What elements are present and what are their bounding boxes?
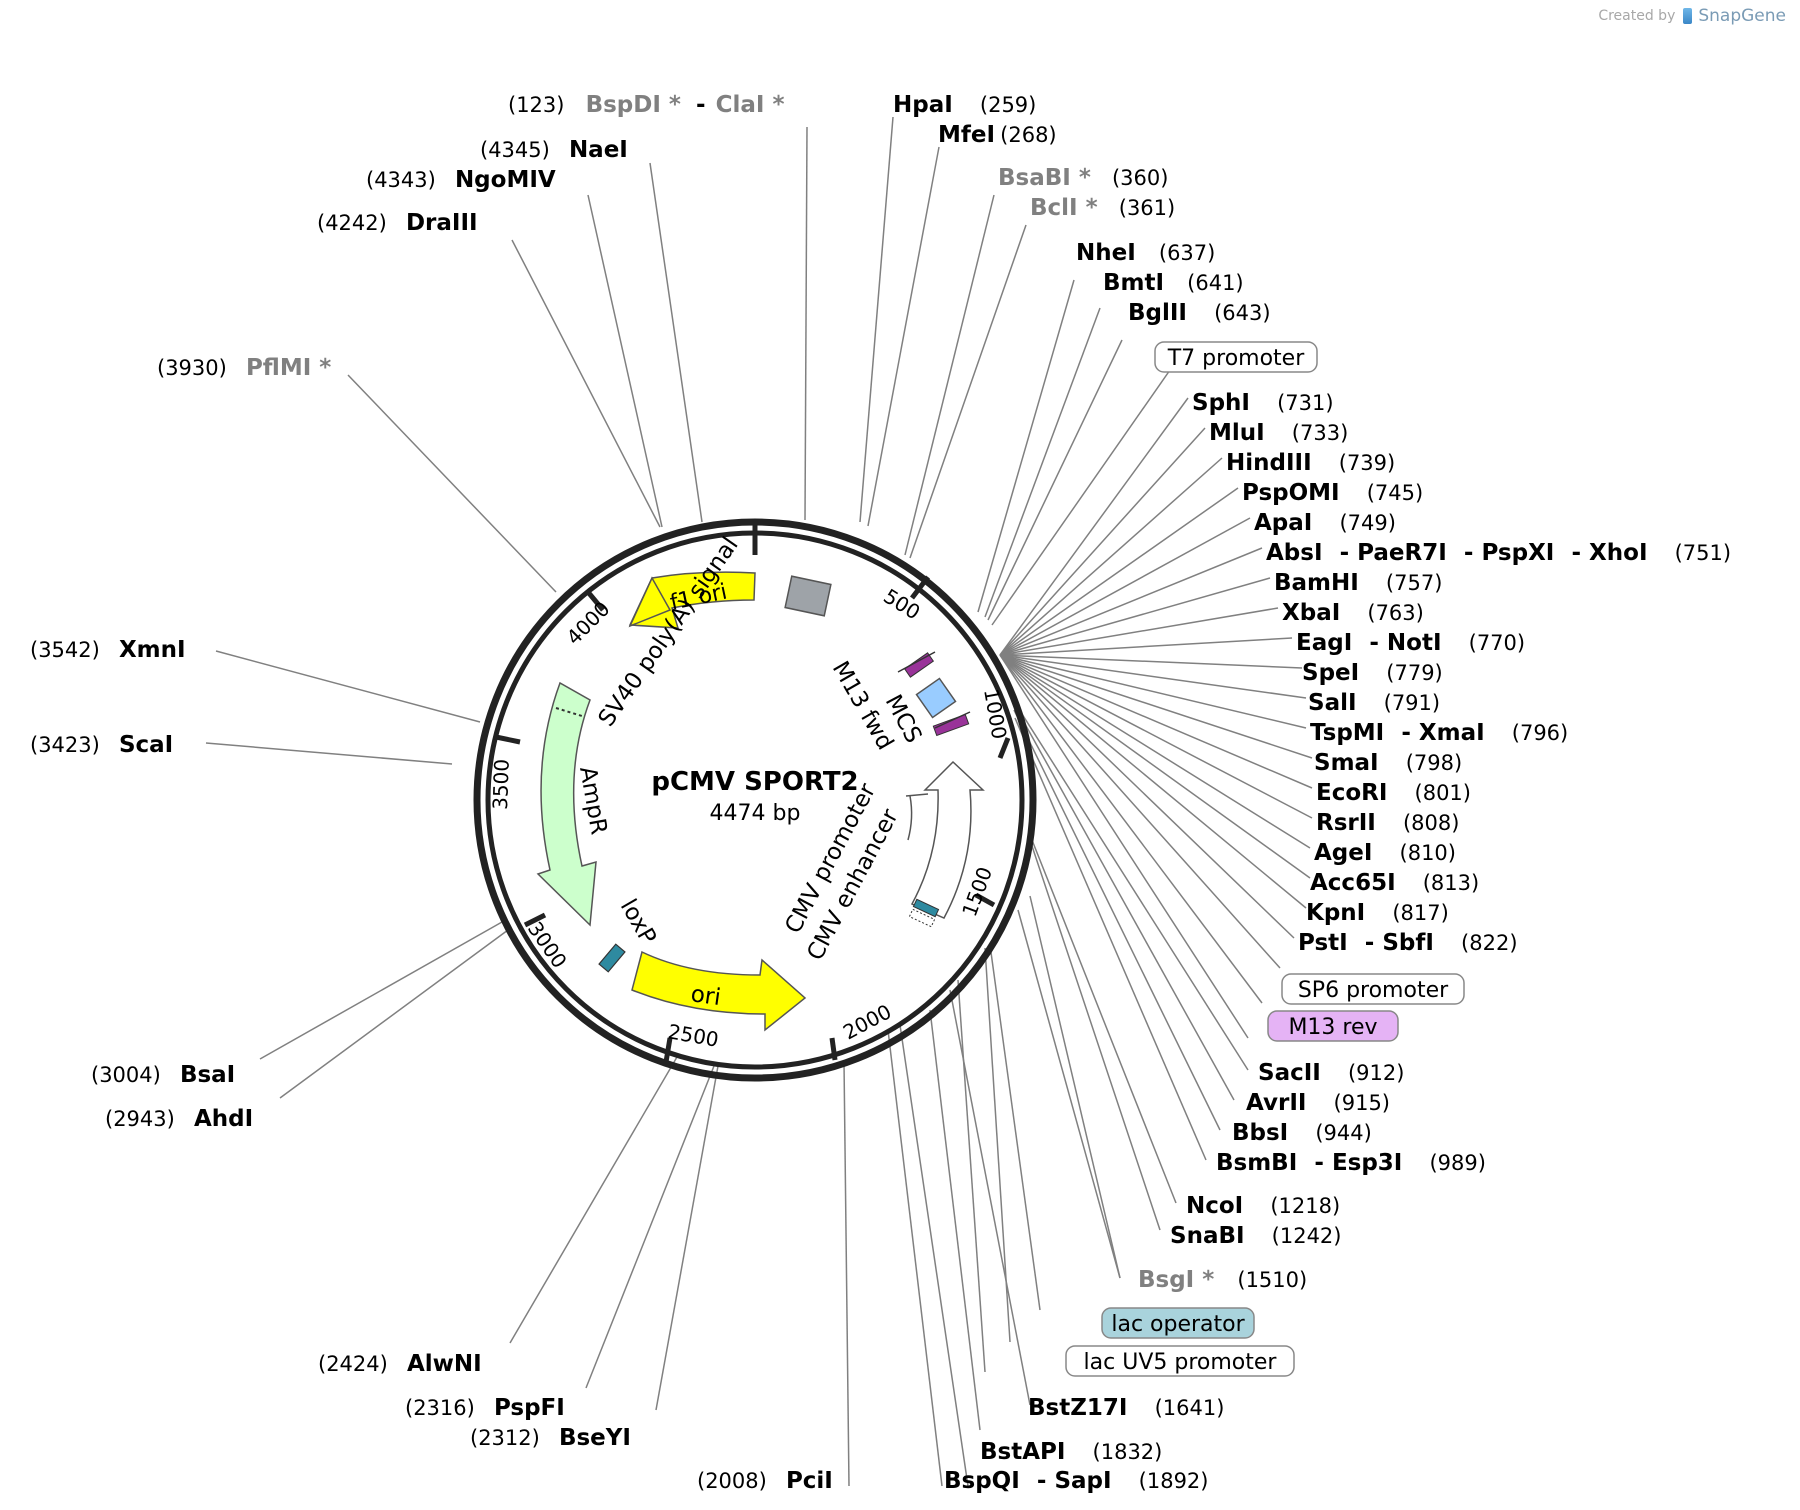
feature-mcs-region[interactable]: M13 fwd MCS <box>827 651 971 754</box>
box-label-sp6: SP6 promoter <box>1298 978 1449 1003</box>
site-label[interactable]: (3423) ScaI <box>30 732 173 758</box>
site-label[interactable]: (3004) BsaI <box>91 1062 235 1088</box>
site-label[interactable]: BsmBI - Esp3I (989) <box>1216 1150 1486 1176</box>
box-label-m13rev: M13 rev <box>1288 1015 1377 1040</box>
site-label[interactable]: (2424) AlwNI <box>318 1351 482 1377</box>
site-label[interactable]: SphI (731) <box>1192 390 1334 416</box>
box-lac-uv5[interactable]: lac UV5 promoter <box>1065 1345 1295 1377</box>
site-label[interactable]: (4343) NgoMIV <box>366 167 556 193</box>
site-label[interactable]: BamHI (757) <box>1274 570 1442 596</box>
site-label[interactable]: BclI * (361) <box>1030 195 1175 221</box>
box-lac-operator[interactable]: lac operator <box>1101 1307 1255 1339</box>
site-label[interactable]: ApaI (749) <box>1254 510 1396 536</box>
snapgene-logo-icon <box>1683 8 1693 24</box>
site-label[interactable]: AbsI - PaeR7I - PspXI - XhoI (751) <box>1266 540 1731 566</box>
site-label[interactable]: NheI (637) <box>1076 240 1215 266</box>
site-label[interactable]: (123) BspDI * - ClaI * <box>508 92 784 118</box>
site-label[interactable]: BglII (643) <box>1128 300 1271 326</box>
credit-prefix: Created by <box>1598 8 1676 24</box>
site-label[interactable]: BspQI - SapI (1892) <box>944 1468 1209 1494</box>
feature-label-ori: ori <box>689 981 722 1011</box>
site-label[interactable]: NcoI (1218) <box>1186 1193 1340 1219</box>
box-label-t7: T7 promoter <box>1167 346 1305 371</box>
site-label[interactable]: SmaI (798) <box>1314 750 1462 776</box>
box-label-lacop: lac operator <box>1111 1312 1245 1337</box>
site-label[interactable]: Acc65I (813) <box>1310 870 1479 896</box>
tick-label-3500: 3500 <box>488 758 514 810</box>
site-label[interactable]: AvrII (915) <box>1246 1090 1390 1116</box>
site-label[interactable]: XbaI (763) <box>1282 600 1424 626</box>
feature-label-loxp: loxP <box>615 895 661 949</box>
site-label[interactable]: EcoRI (801) <box>1316 780 1471 806</box>
tick-label-2000: 2000 <box>839 999 895 1044</box>
site-label[interactable]: (3930) PflMI * <box>157 355 331 381</box>
site-label[interactable]: (4345) NaeI <box>480 137 628 163</box>
site-label[interactable]: SalI (791) <box>1308 690 1440 716</box>
site-label[interactable]: SpeI (779) <box>1302 660 1443 686</box>
site-label[interactable]: BmtI (641) <box>1103 270 1244 296</box>
feature-label-ampr: AmpR <box>574 765 612 837</box>
site-label[interactable]: (2943) AhdI <box>105 1106 253 1132</box>
site-label[interactable]: (2316) PspFI <box>405 1395 565 1421</box>
site-label[interactable]: HindIII (739) <box>1226 450 1395 476</box>
credit: Created by SnapGene <box>1598 6 1786 26</box>
plasmid-size: 4474 bp <box>710 801 801 826</box>
site-label[interactable]: BbsI (944) <box>1232 1120 1372 1146</box>
site-label[interactable]: (2008) PciI <box>697 1468 833 1494</box>
site-label[interactable]: AgeI (810) <box>1314 840 1456 866</box>
site-label[interactable]: (4242) DraIII <box>317 210 478 236</box>
tick-marks <box>495 522 1011 1063</box>
site-label[interactable]: SnaBI (1242) <box>1170 1223 1342 1249</box>
box-m13-rev[interactable]: M13 rev <box>1267 1010 1399 1042</box>
site-label[interactable]: BsgI * (1510) <box>1138 1267 1307 1293</box>
box-t7-promoter[interactable]: T7 promoter <box>1154 341 1318 373</box>
site-label[interactable]: SacII (912) <box>1258 1060 1404 1086</box>
credit-brand[interactable]: SnapGene <box>1698 6 1786 26</box>
site-label[interactable]: PstI - SbfI (822) <box>1298 930 1518 956</box>
site-label[interactable]: MfeI (268) <box>938 122 1057 148</box>
feature-sv40-box[interactable] <box>784 575 832 617</box>
site-label[interactable]: HpaI (259) <box>893 92 1036 118</box>
site-label[interactable]: EagI - NotI (770) <box>1296 630 1525 656</box>
feature-ori[interactable]: ori <box>631 950 807 1032</box>
site-label[interactable]: BstZ17I (1641) <box>1028 1395 1224 1421</box>
site-label[interactable]: BsaBI * (360) <box>998 165 1168 191</box>
site-label[interactable]: (3542) XmnI <box>30 637 186 663</box>
site-label[interactable]: MluI (733) <box>1209 420 1348 446</box>
plasmid-name: pCMV SPORT2 <box>651 767 858 797</box>
site-label[interactable]: PspOMI (745) <box>1242 480 1423 506</box>
site-label[interactable]: RsrII (808) <box>1316 810 1459 836</box>
site-label[interactable]: TspMI - XmaI (796) <box>1310 720 1568 746</box>
leader-lines <box>205 116 1313 1487</box>
tick-label-2500: 2500 <box>666 1019 720 1051</box>
tick-label-1000: 1000 <box>979 687 1011 741</box>
site-label[interactable]: (2312) BseYI <box>470 1425 631 1451</box>
site-label[interactable]: KpnI (817) <box>1306 900 1449 926</box>
site-label[interactable]: BstAPI (1832) <box>980 1439 1162 1465</box>
feature-f1-ori[interactable]: f1 ori <box>628 571 756 629</box>
box-sp6-promoter[interactable]: SP6 promoter <box>1281 973 1465 1005</box>
box-label-lacuv5: lac UV5 promoter <box>1084 1350 1278 1375</box>
